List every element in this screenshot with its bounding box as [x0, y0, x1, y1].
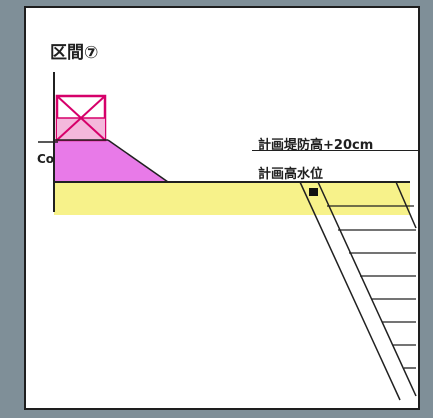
- design-water-level-label: 計画高水位: [258, 167, 324, 182]
- crest-label-underline: [252, 150, 420, 151]
- dyke-slope-line: [107, 139, 169, 183]
- embankment-slope: [55, 140, 168, 182]
- black-marker-icon: [309, 188, 318, 196]
- right-slope-line: [395, 181, 417, 229]
- crest-level-label: 計画堤防高+20cm: [258, 138, 374, 153]
- origin-label: Co: [37, 152, 55, 166]
- hatching: [327, 205, 416, 369]
- slope-line-outer: [299, 181, 401, 401]
- section-title: 区間⑦: [50, 43, 99, 63]
- slope-line-inner: [317, 181, 417, 397]
- water-level-band: [54, 182, 410, 215]
- crossed-box-icon: [55, 94, 107, 142]
